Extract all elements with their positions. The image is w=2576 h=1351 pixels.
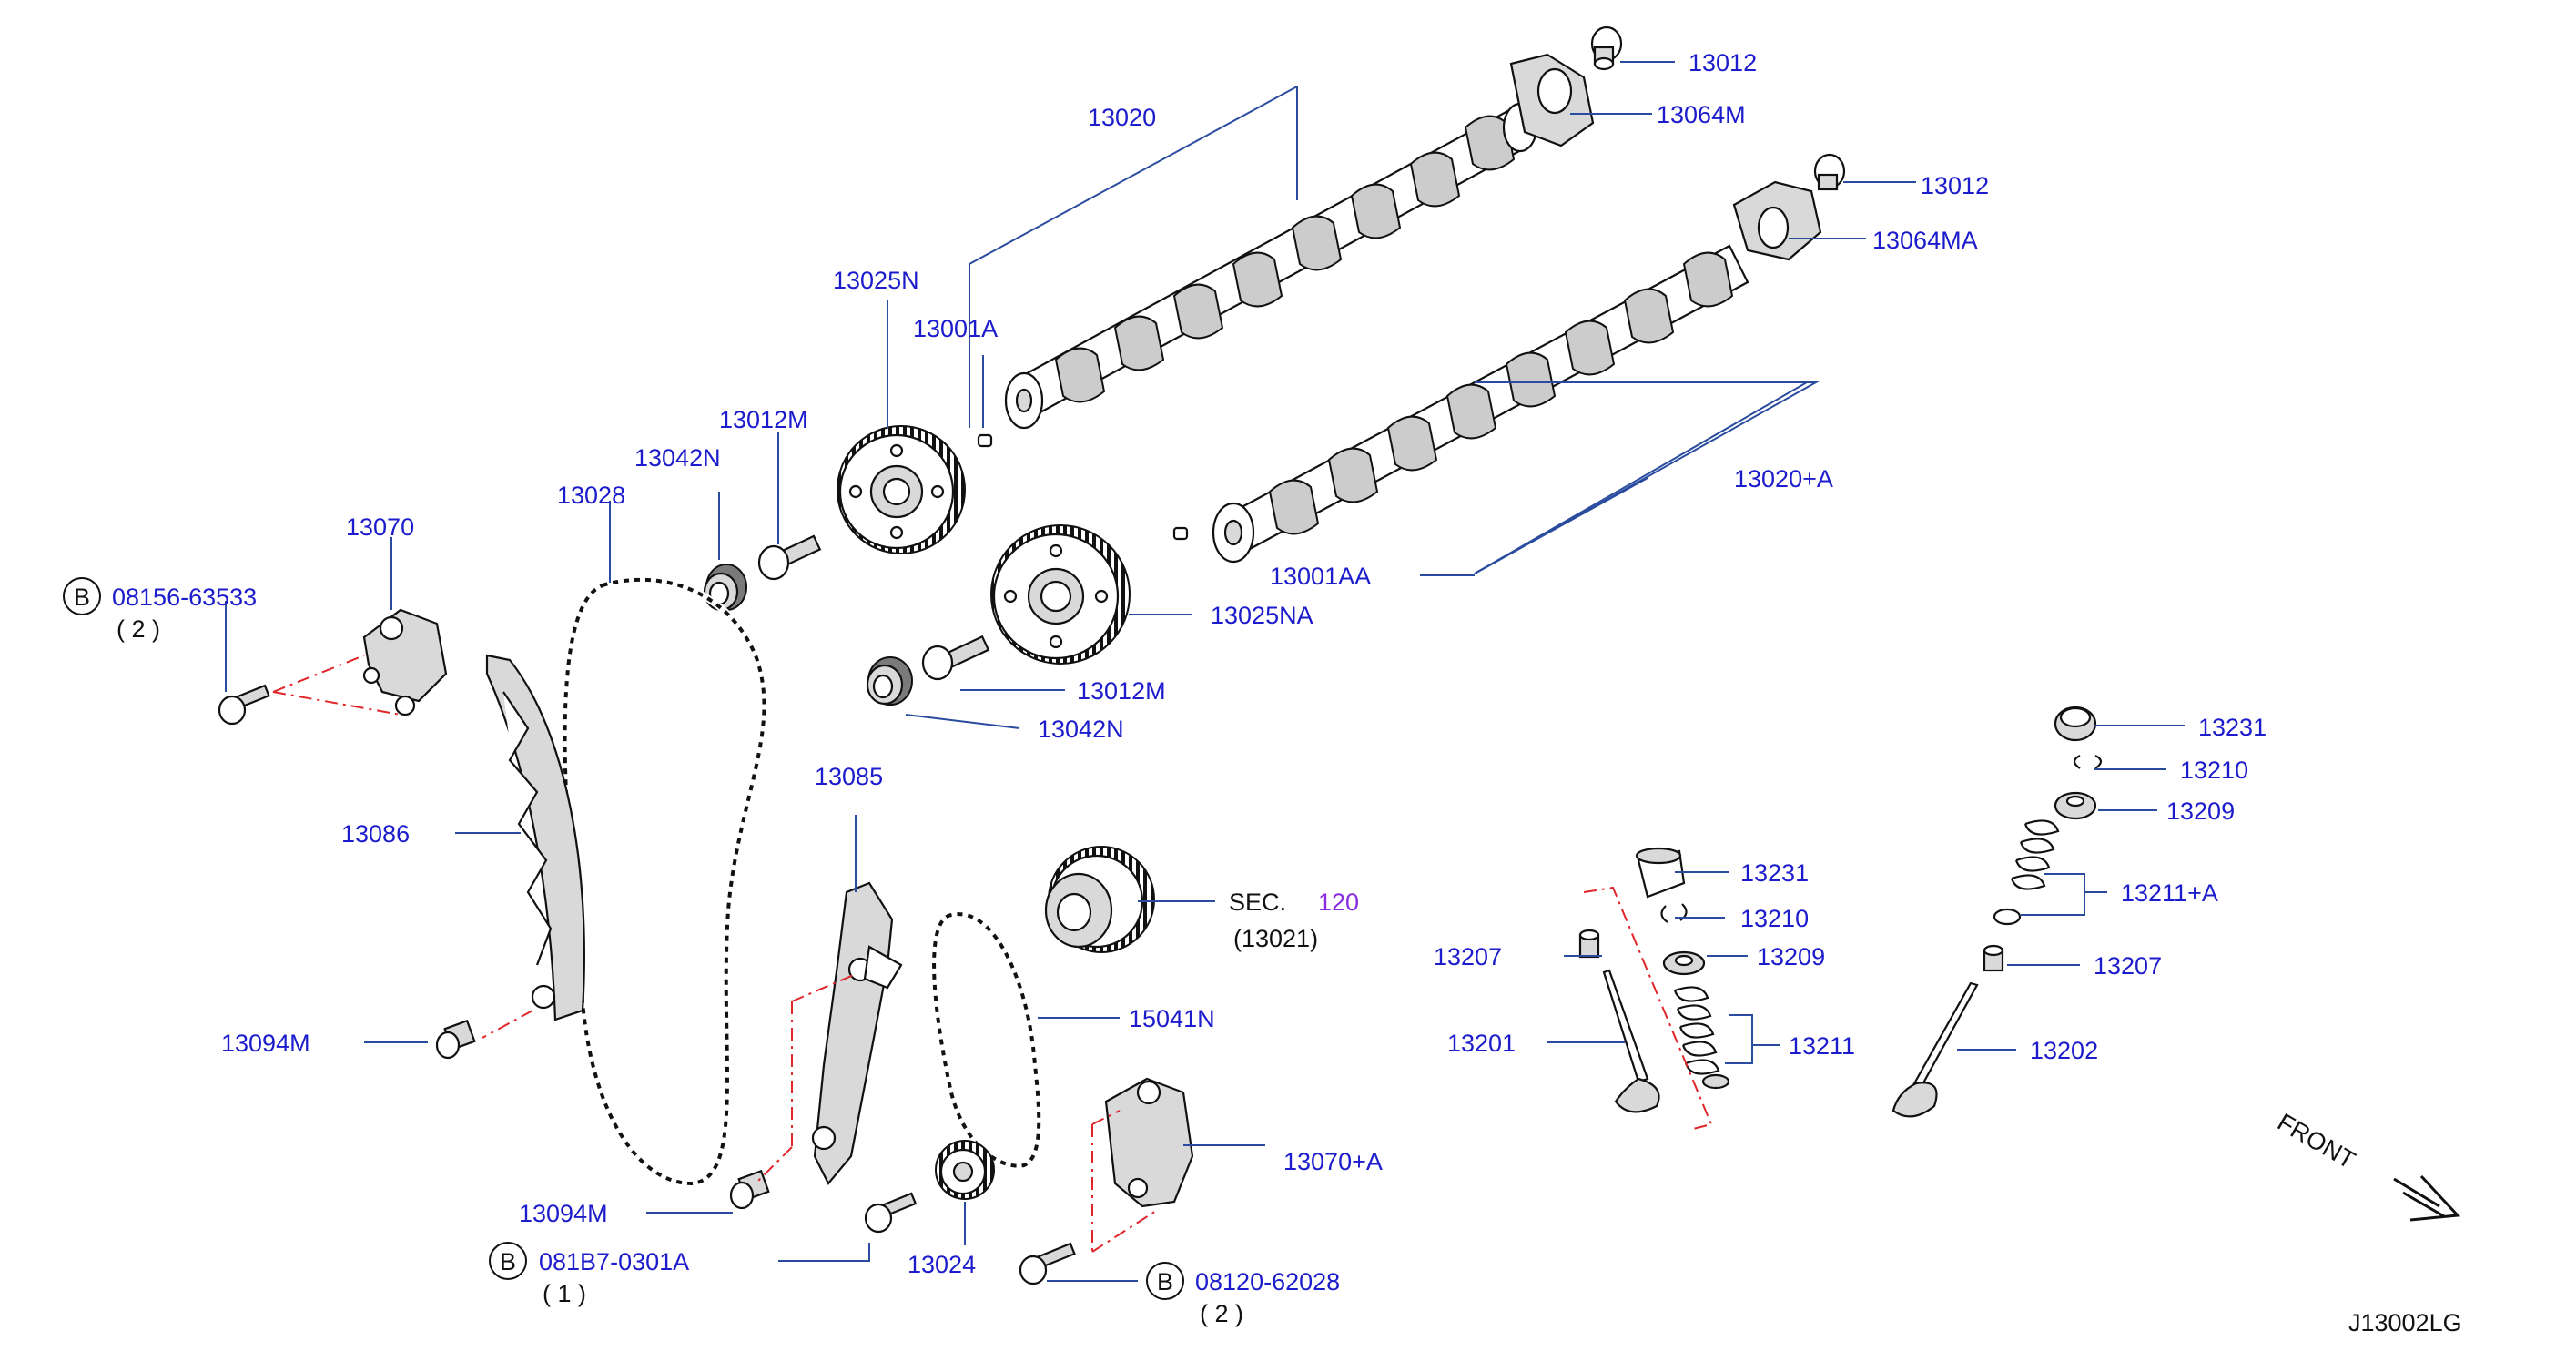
camshaft-plug-upper[interactable]: [1590, 25, 1623, 71]
camshaft-sensor-plate-lower[interactable]: [1732, 180, 1822, 261]
label-13012M-lower[interactable]: 13012M: [1077, 677, 1166, 705]
label-13042N-upper[interactable]: 13042N: [634, 444, 721, 472]
valve-retainer-right[interactable]: [2054, 791, 2097, 820]
bolt-quantity: ( 2 ): [1200, 1300, 1243, 1327]
timing-chain[interactable]: [561, 575, 768, 1188]
label-13070A[interactable]: 13070+A: [1283, 1148, 1383, 1175]
camshaft-sensor-plate-upper[interactable]: [1509, 53, 1595, 147]
label-13042N-lower[interactable]: 13042N: [1038, 716, 1124, 743]
valve-collet-left[interactable]: [1660, 903, 1688, 923]
valve-intake[interactable]: [1891, 981, 1979, 1118]
label-13020[interactable]: 13020: [1088, 104, 1156, 131]
label-13070[interactable]: 13070: [346, 513, 414, 541]
badge-b: B: [74, 584, 90, 611]
tensioner-bolt-lower[interactable]: [1019, 1242, 1076, 1285]
label-13024[interactable]: 13024: [908, 1251, 976, 1278]
camshaft-intake[interactable]: [1212, 244, 1749, 564]
label-13094M-left[interactable]: 13094M: [221, 1030, 310, 1057]
oil-pump-sprocket[interactable]: [935, 1140, 995, 1200]
cam-sprocket-intake[interactable]: [990, 524, 1131, 665]
bolt-callout-081B7[interactable]: B 081B7-0301A ( 1 ): [489, 1242, 689, 1307]
front-arrow-icon: [2393, 1174, 2461, 1222]
label-13231-left[interactable]: 13231: [1740, 859, 1809, 887]
label-13231-right[interactable]: 13231: [2198, 714, 2267, 741]
label-13025NA[interactable]: 13025NA: [1211, 602, 1313, 629]
label-13209-right[interactable]: 13209: [2166, 797, 2235, 825]
badge-b: B: [1157, 1268, 1173, 1295]
camshaft-plug-lower[interactable]: [1813, 153, 1846, 191]
tensioner-bolt-upper[interactable]: [218, 684, 270, 726]
sec-prefix: SEC.: [1229, 889, 1286, 916]
oil-pump-chain[interactable]: [930, 910, 1043, 1170]
bolt-callout-08120[interactable]: B 08120-62028 ( 2 ): [1146, 1262, 1340, 1327]
label-13064M[interactable]: 13064M: [1657, 101, 1746, 128]
label-13210-right[interactable]: 13210: [2180, 757, 2248, 784]
label-13211[interactable]: 13211: [1789, 1032, 1855, 1060]
cam-sprocket-exhaust[interactable]: [837, 425, 966, 554]
chain-slack-guide[interactable]: [485, 654, 585, 1021]
bolt-part-number: 081B7-0301A: [539, 1248, 689, 1275]
sec-subref: (13021): [1233, 925, 1318, 952]
dowel-pin-intake[interactable]: [1172, 526, 1189, 541]
label-13020A[interactable]: 13020+A: [1734, 465, 1833, 493]
front-label: FRONT: [2273, 1108, 2360, 1173]
valve-lifter-right[interactable]: [2054, 706, 2097, 742]
valve-collet-right[interactable]: [2073, 755, 2103, 769]
label-13094M-bottom[interactable]: 13094M: [519, 1200, 608, 1227]
label-13211A[interactable]: 13211+A: [2121, 879, 2218, 907]
label-13001A[interactable]: 13001A: [913, 315, 998, 342]
valve-seal-left[interactable]: [1578, 929, 1600, 959]
label-13086[interactable]: 13086: [341, 820, 410, 848]
valve-lifter-left[interactable]: [1635, 847, 1686, 899]
label-13012M-upper[interactable]: 13012M: [719, 406, 808, 433]
guide-bolt-bottom[interactable]: [729, 1169, 770, 1210]
sprocket-bolt-lower[interactable]: [921, 635, 990, 681]
chain-tensioner-lower[interactable]: [1104, 1077, 1194, 1208]
label-13028[interactable]: 13028: [557, 482, 625, 509]
label-13210-left[interactable]: 13210: [1740, 905, 1809, 932]
bolt-quantity: ( 2 ): [117, 615, 160, 643]
camshaft-exhaust[interactable]: [1004, 102, 1538, 430]
bolt-part-number: 08120-62028: [1195, 1268, 1340, 1295]
sprocket-seal-lower[interactable]: [866, 656, 913, 706]
valve-seal-right[interactable]: [1983, 944, 2004, 972]
section-reference[interactable]: SEC. 120 (13021): [1229, 889, 1359, 952]
leader-lines: [225, 61, 2185, 1282]
valve-exhaust[interactable]: [1602, 969, 1660, 1113]
bolt-callout-08156[interactable]: B 08156-63533 ( 2 ): [63, 577, 257, 643]
badge-b: B: [500, 1248, 516, 1275]
dowel-pin-exhaust[interactable]: [977, 433, 993, 448]
figure-code: J13002LG: [2348, 1309, 2462, 1336]
valve-spring-right[interactable]: [1993, 819, 2060, 926]
label-13001AA[interactable]: 13001AA: [1270, 563, 1371, 590]
bolt-part-number: 08156-63533: [112, 584, 257, 611]
guide-bolt-left[interactable]: [435, 1019, 476, 1060]
label-13025N[interactable]: 13025N: [833, 267, 919, 294]
valve-retainer-left[interactable]: [1662, 950, 1706, 976]
label-13012-upper[interactable]: 13012: [1689, 49, 1757, 76]
label-13202[interactable]: 13202: [2030, 1037, 2098, 1064]
chain-tensioner-upper[interactable]: [362, 608, 448, 716]
valve-spring-left[interactable]: [1673, 986, 1730, 1090]
part-labels: 13012 13064M 13020 13012 13064MA 13025N …: [221, 49, 2267, 1278]
label-13085[interactable]: 13085: [815, 763, 883, 790]
label-13064MA[interactable]: 13064MA: [1872, 227, 1978, 254]
chain-tension-guide[interactable]: [811, 881, 903, 1185]
crank-sprocket[interactable]: [1044, 846, 1155, 953]
label-13201[interactable]: 13201: [1447, 1030, 1516, 1057]
label-13207-right[interactable]: 13207: [2094, 952, 2162, 980]
front-indicator: FRONT: [2273, 1108, 2461, 1222]
guide-pivot-bolt[interactable]: [864, 1192, 918, 1234]
label-13209-left[interactable]: 13209: [1757, 943, 1825, 970]
bolt-quantity: ( 1 ): [543, 1280, 586, 1307]
sec-number: 120: [1318, 889, 1359, 916]
sprocket-bolt-upper[interactable]: [757, 534, 822, 581]
label-13012-lower[interactable]: 13012: [1921, 172, 1989, 199]
label-15041N[interactable]: 15041N: [1129, 1005, 1215, 1032]
label-13207-left[interactable]: 13207: [1434, 943, 1502, 970]
